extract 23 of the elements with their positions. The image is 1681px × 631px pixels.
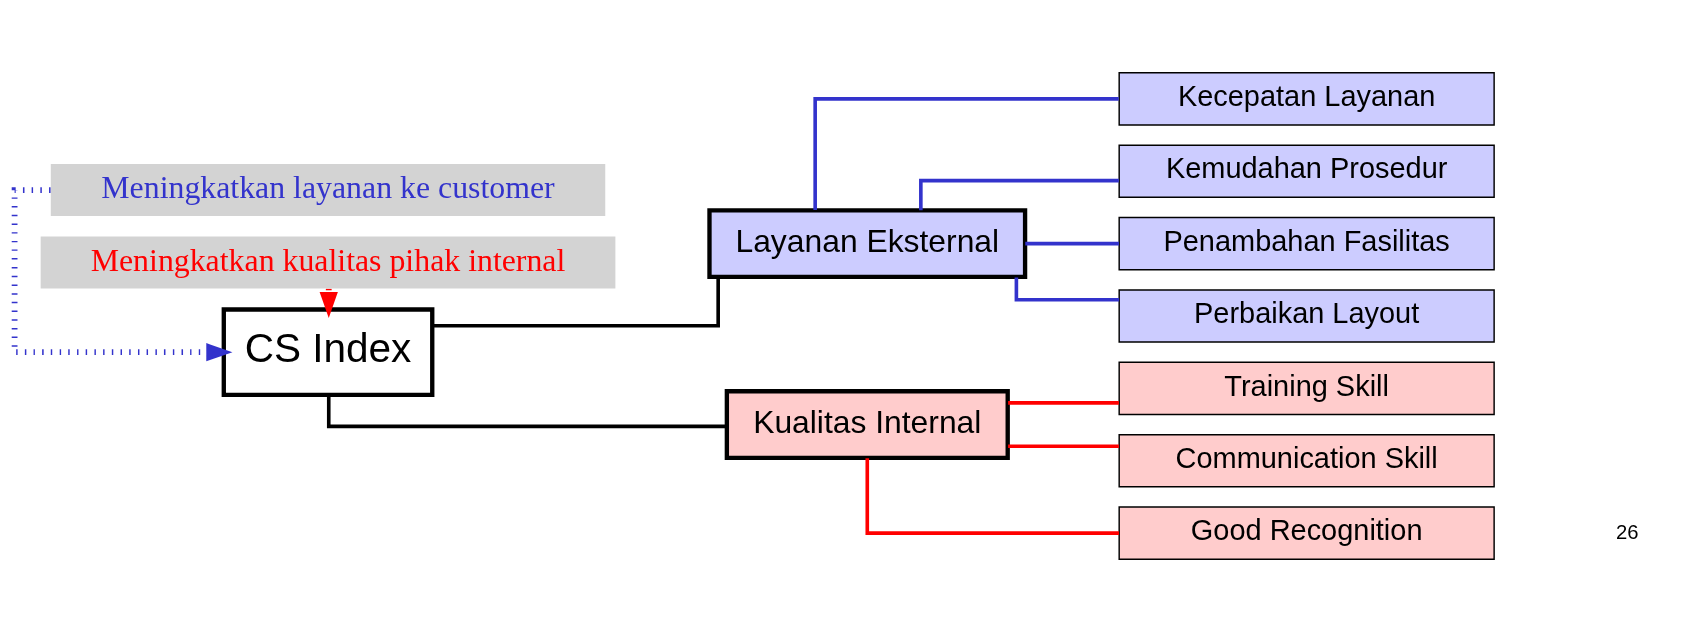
connector [1008,444,1119,448]
label: 26 [1616,520,1639,543]
node-box: Communication Skill [1118,433,1495,488]
node-box: Meningkatkan layanan ke customer [50,163,606,216]
node-box: Meningkatkan kualitas pihak internal [40,235,616,288]
node-box: Kualitas Internal [724,388,1010,460]
node-box: Kemudahan Prosedur [1118,143,1495,198]
connector [1025,241,1119,245]
connector [432,276,720,328]
node-box: Kecepatan Layanan [1118,71,1495,126]
node-box: Good Recognition [1118,505,1495,560]
connector [1008,400,1119,405]
node-box: Perbaikan Layout [1118,288,1495,343]
arrow [11,186,233,361]
node-box: Training Skill [1118,361,1495,415]
connector [919,178,1119,210]
connector [1014,277,1120,301]
node-box: Penambahan Fasilitas [1118,216,1495,270]
node-box: Layanan Eksternal [707,207,1028,279]
connector [813,96,1119,210]
connector [865,457,1120,535]
connector [326,394,727,428]
node-box: CS Index [221,306,435,397]
